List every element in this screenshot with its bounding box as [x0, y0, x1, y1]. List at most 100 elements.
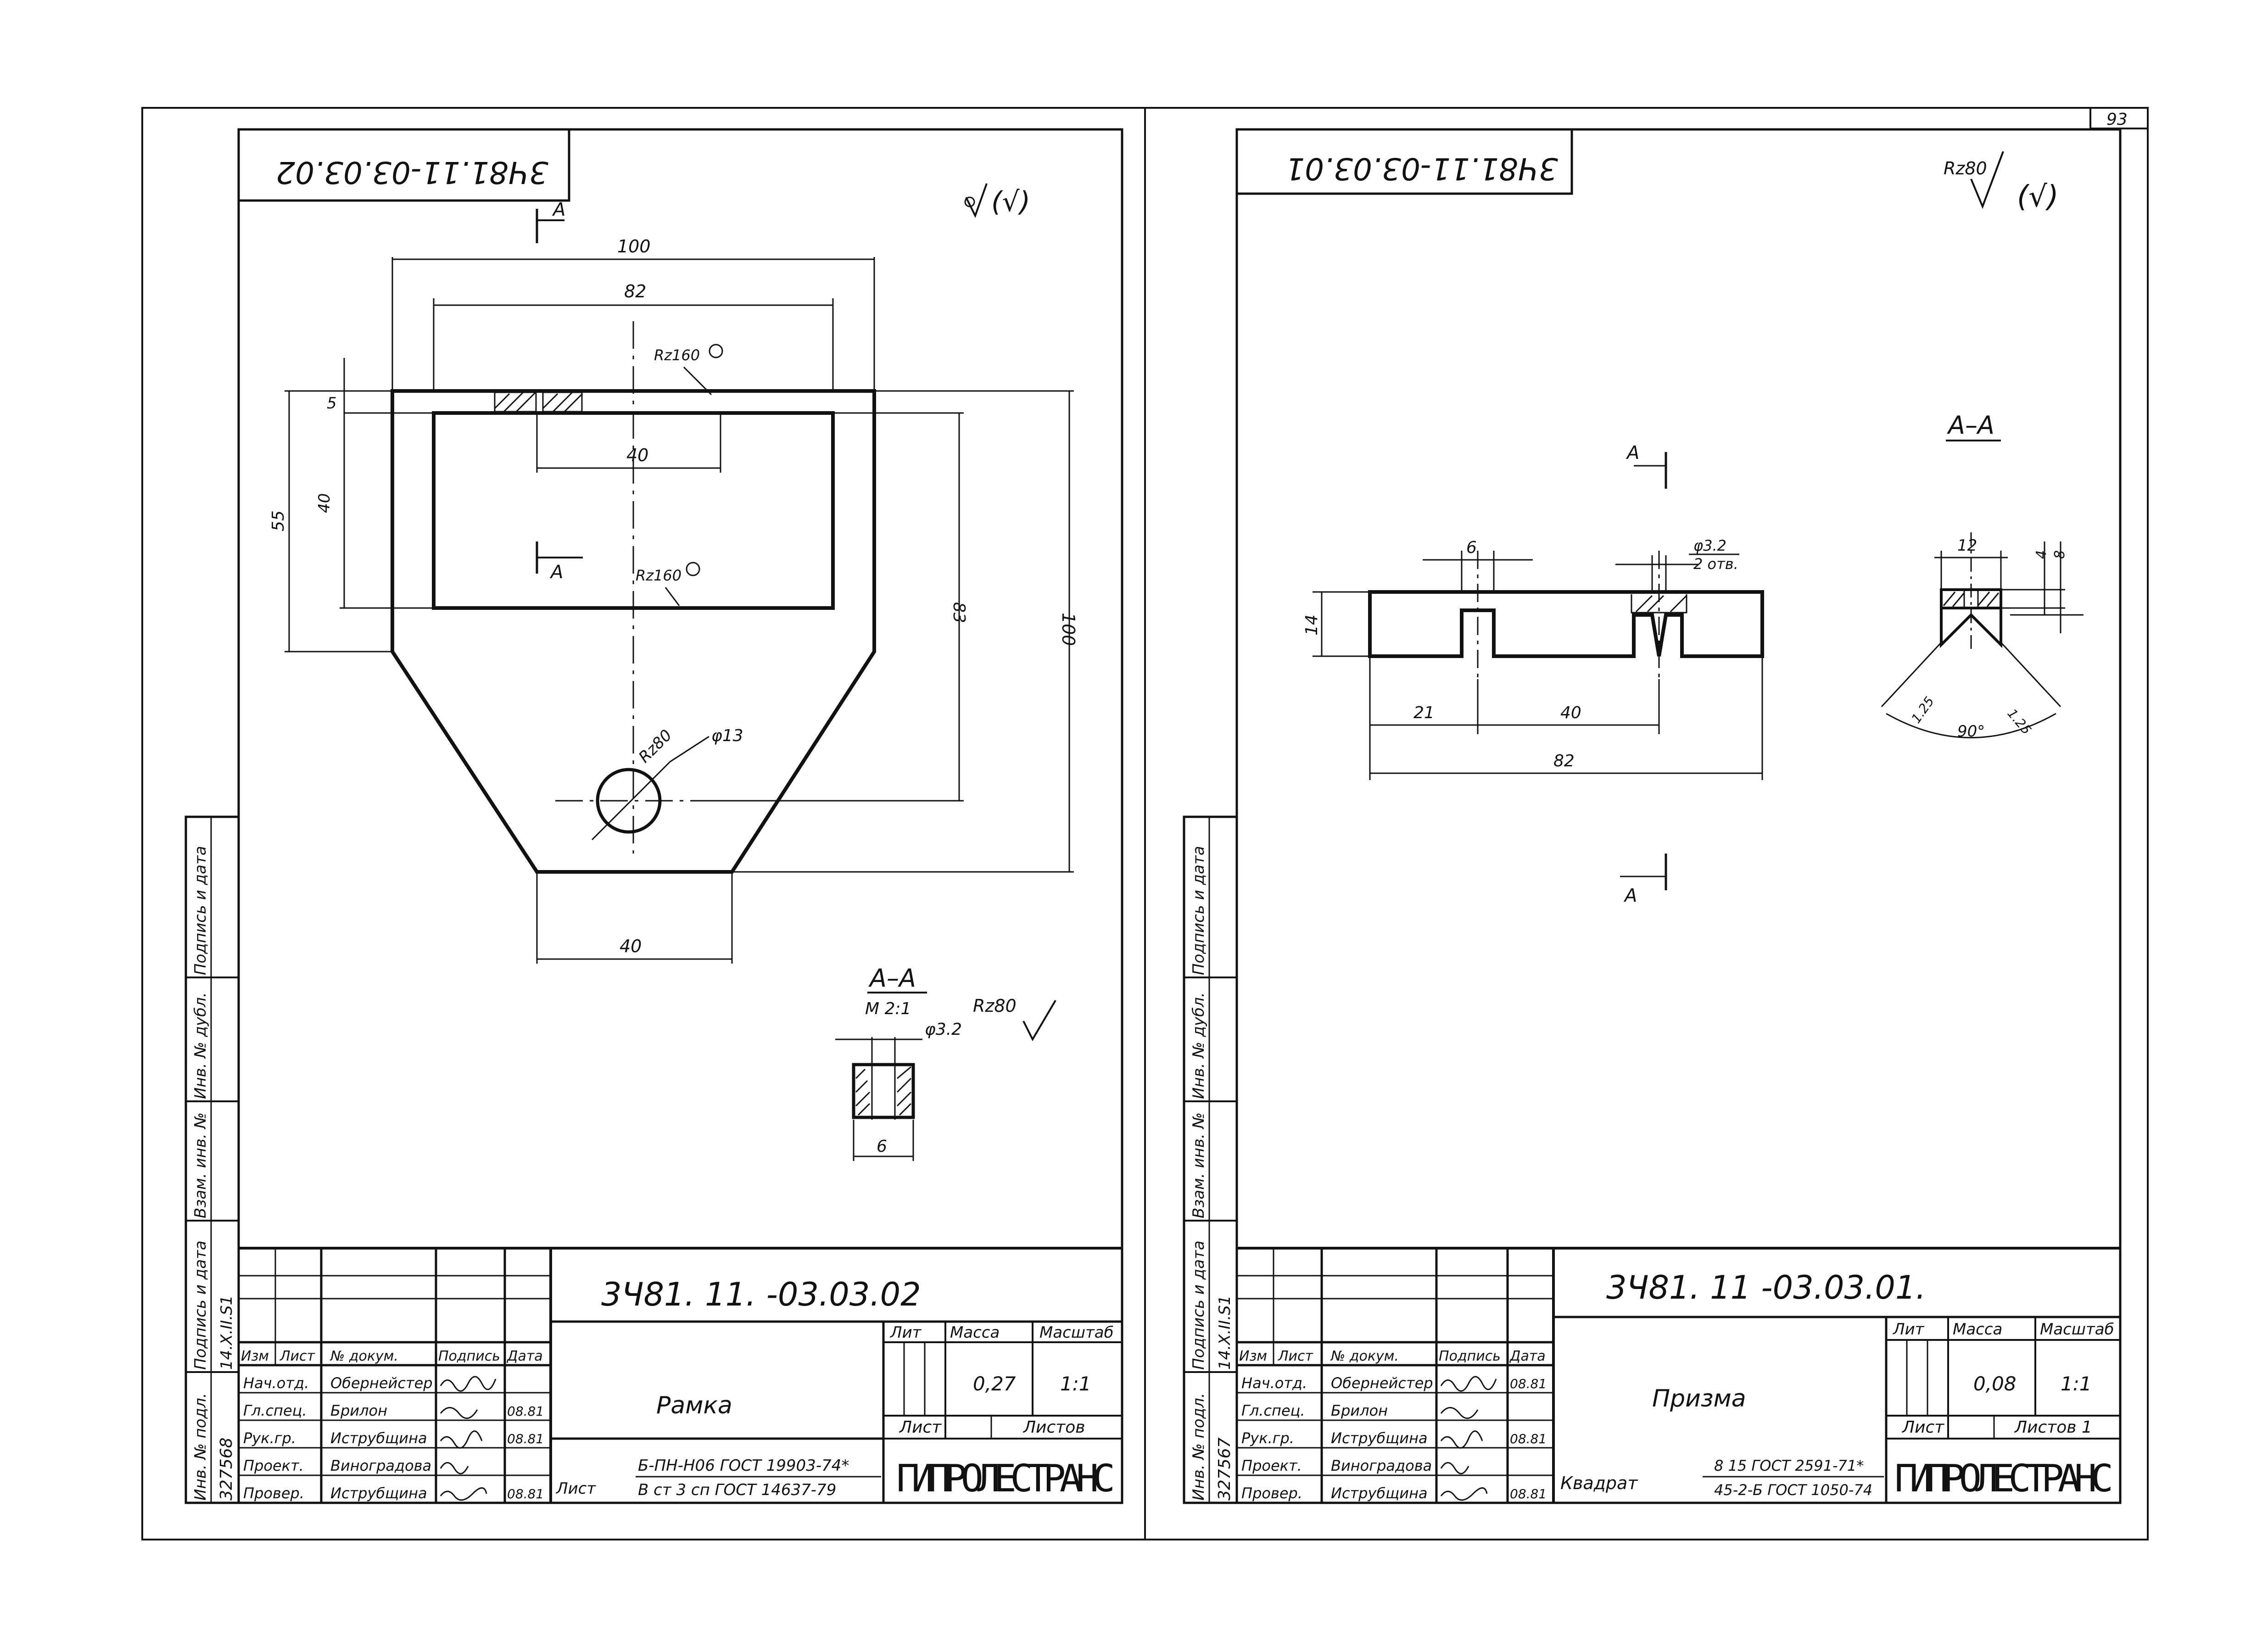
right-org-name: ГИПРОЛЕСТРАНС: [1893, 1457, 2113, 1501]
svg-text:82: 82: [624, 281, 646, 301]
svg-text:327568: 327568: [217, 1438, 236, 1501]
right-dimensions: 6 φ3.2 2 отв. 14 21 40 82: [1302, 537, 1763, 780]
svg-text:№ докум.: № докум.: [330, 1348, 398, 1364]
prism-hatch: [1631, 594, 1687, 614]
svg-text:14: 14: [1302, 614, 1321, 636]
svg-text:Обернейстер: Обернейстер: [1331, 1374, 1433, 1392]
svg-text:Нач.отд.: Нач.отд.: [243, 1374, 309, 1392]
svg-text:В ст 3 сп ГОСТ 14637-79: В ст 3 сп ГОСТ 14637-79: [638, 1481, 836, 1499]
svg-text:45-2-Б ГОСТ 1050-74: 45-2-Б ГОСТ 1050-74: [1714, 1481, 1872, 1499]
svg-text:φ3.2: φ3.2: [925, 1020, 962, 1039]
svg-text:Иструбщина: Иструбщина: [1331, 1484, 1428, 1502]
svg-text:Масштаб: Масштаб: [2040, 1320, 2114, 1339]
svg-text:8: 8: [2052, 550, 2068, 559]
svg-text:φ13: φ13: [711, 726, 743, 745]
svg-text:Брилон: Брилон: [1331, 1402, 1388, 1419]
svg-text:Лит: Лит: [889, 1323, 922, 1342]
svg-text:Листов 1: Листов 1: [2014, 1418, 2092, 1437]
svg-text:Виноградова: Виноградова: [330, 1457, 431, 1474]
top-hatch: [494, 391, 583, 413]
svg-text:Подпись: Подпись: [1439, 1348, 1501, 1364]
svg-text:Лит: Лит: [1892, 1320, 1925, 1339]
left-cut-label-bottom: А: [549, 562, 563, 583]
svg-text:40: 40: [1560, 703, 1581, 722]
svg-text:83: 83: [950, 602, 968, 623]
svg-text:Rz80: Rz80: [973, 996, 1017, 1016]
svg-text:0,27: 0,27: [973, 1373, 1016, 1395]
svg-text:Взам. инв. №: Взам. инв. №: [191, 1112, 210, 1218]
svg-text:6: 6: [877, 1137, 887, 1156]
svg-text:55: 55: [269, 510, 288, 531]
svg-text:А–А: А–А: [868, 964, 916, 993]
svg-text:Брилон: Брилон: [330, 1402, 387, 1419]
svg-text:Масса: Масса: [950, 1323, 1000, 1342]
svg-text:Взам. инв. №: Взам. инв. №: [1190, 1112, 1208, 1218]
svg-text:82: 82: [1553, 752, 1575, 770]
svg-text:Rz160: Rz160: [636, 567, 682, 584]
svg-text:Изм: Изм: [1239, 1348, 1267, 1364]
svg-text:Подпись и дата: Подпись и дата: [1190, 1240, 1208, 1370]
svg-text:Rz160: Rz160: [654, 346, 700, 364]
svg-text:21: 21: [1413, 703, 1435, 722]
svg-text:Проект.: Проект.: [1241, 1457, 1302, 1474]
svg-text:Провер.: Провер.: [1241, 1484, 1302, 1502]
left-side-stamp: Инв. № подл. Подпись и дата Взам. инв. №…: [184, 815, 240, 1504]
svg-text:12: 12: [1957, 536, 1977, 555]
right-title-block: 3Ч81. 11 -03.03.01. Призма Квадрат 8 15 …: [1237, 1247, 2120, 1503]
svg-text:327567: 327567: [1215, 1437, 1234, 1501]
svg-text:Дата: Дата: [506, 1348, 543, 1364]
svg-text:14.X.II.S1: 14.X.II.S1: [218, 1295, 236, 1370]
left-cut-label-top: А: [552, 199, 565, 220]
svg-text:Инв. № дубл.: Инв. № дубл.: [191, 992, 210, 1099]
svg-text:Провер.: Провер.: [243, 1484, 304, 1502]
svg-text:6: 6: [1466, 538, 1477, 557]
svg-text:М 2:1: М 2:1: [865, 999, 911, 1018]
left-stamp-code: 3Ч81.11-03.03.02: [276, 155, 548, 190]
svg-text:2 отв.: 2 отв.: [1693, 555, 1738, 573]
svg-text:08.81: 08.81: [507, 1404, 544, 1419]
svg-text:Изм: Изм: [241, 1348, 269, 1364]
svg-text:08.81: 08.81: [1510, 1486, 1547, 1501]
svg-text:08.81: 08.81: [507, 1486, 544, 1501]
svg-text:0,08: 0,08: [1973, 1373, 2017, 1395]
svg-text:Лист: Лист: [1278, 1348, 1314, 1364]
svg-text:Иструбщина: Иструбщина: [330, 1484, 427, 1502]
svg-text:40: 40: [626, 445, 648, 465]
svg-text:Листов: Листов: [1022, 1418, 1085, 1437]
svg-text:90°: 90°: [1957, 722, 1985, 741]
svg-text:Масса: Масса: [1953, 1320, 2002, 1339]
right-designation: 3Ч81. 11 -03.03.01.: [1606, 1269, 1926, 1306]
right-roughness-general: Rz80: [1944, 158, 1987, 179]
svg-text:А–А: А–А: [1947, 411, 1994, 440]
svg-text:Инв. № подл.: Инв. № подл.: [1190, 1393, 1208, 1501]
svg-text:Б-ПН-Н06 ГОСТ 19903-74*: Б-ПН-Н06 ГОСТ 19903-74*: [638, 1456, 849, 1475]
svg-text:Масштаб: Масштаб: [1039, 1323, 1114, 1342]
svg-text:Инв. № подл.: Инв. № подл.: [191, 1393, 210, 1501]
svg-text:φ3.2: φ3.2: [1693, 537, 1726, 554]
left-title-block: 3Ч81. 11. -03.03.02 Рамка Лист Б-ПН-Н06 …: [239, 1247, 1122, 1503]
right-section-aa: А–А 12 4 8 1.25 1.25 90°: [1881, 411, 2084, 741]
left-org-name: ГИПРОЛЕСТРАНС: [895, 1457, 1115, 1501]
svg-text:Обернейстер: Обернейстер: [330, 1374, 433, 1392]
left-dimensions: 100 82 40 5 40 55: [269, 236, 1078, 964]
svg-text:Лист: Лист: [555, 1479, 596, 1498]
svg-text:Подпись: Подпись: [438, 1348, 500, 1364]
svg-text:08.81: 08.81: [1510, 1431, 1547, 1446]
right-roughness-paren: (√): [2017, 180, 2059, 214]
svg-text:1:1: 1:1: [1060, 1373, 1091, 1395]
left-roughness-general: (√): [991, 186, 1030, 218]
svg-text:40: 40: [620, 936, 642, 956]
svg-text:Рук.гр.: Рук.гр.: [243, 1429, 296, 1447]
svg-text:Гл.спец.: Гл.спец.: [243, 1402, 307, 1419]
right-side-stamp: Инв. № подл. Подпись и дата Взам. инв. №…: [1183, 815, 1238, 1504]
right-cut-label-top: А: [1626, 442, 1639, 463]
roughness-symbol-icon: [964, 183, 988, 218]
right-cut-label-bottom: А: [1623, 885, 1637, 906]
page-number: 93: [2106, 110, 2128, 129]
svg-text:Дата: Дата: [1509, 1348, 1546, 1364]
svg-text:Квадрат: Квадрат: [1560, 1473, 1638, 1493]
svg-text:Иструбщина: Иструбщина: [1331, 1429, 1428, 1447]
svg-text:14.X.II.S1: 14.X.II.S1: [1216, 1295, 1234, 1370]
svg-text:Лист: Лист: [1901, 1418, 1944, 1437]
